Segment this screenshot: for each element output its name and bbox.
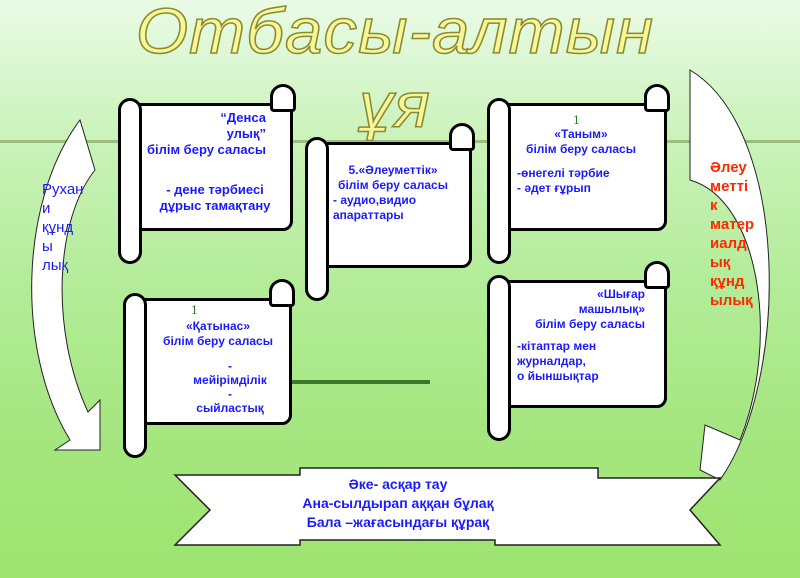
slide-title: Отбасы-алтын ұя	[135, 0, 655, 142]
scroll-heading: 5.«Әлеуметтік» білім беру саласы	[338, 163, 448, 192]
scroll-heading: “Денса улық” білім беру саласы	[146, 110, 266, 157]
banner-line: Әке- асқар тау	[348, 476, 448, 492]
banner-line: Ана-сылдырап аққан бұлақ	[302, 495, 494, 511]
scroll-social: 5.«Әлеуметтік» білім беру саласы - аудио…	[305, 123, 475, 301]
left-arrow-label: Рухан и құнд ы лық	[42, 181, 84, 274]
banner-text: Әке- асқар тау Ана-сылдырап аққан бұлақ …	[300, 475, 496, 532]
scroll-heading: «Шығар машылық» білім беру саласы	[535, 287, 645, 331]
scroll-communication: 1 «Қатынас» білім беру саласы - мейірімд…	[123, 279, 295, 458]
banner-line: Бала –жағасындағы құрақ	[306, 514, 490, 530]
scroll-cognition: 1 «Таным» білім беру саласы -өнегелі тәр…	[487, 84, 670, 264]
divider-line	[0, 140, 800, 143]
marker: 1	[191, 304, 198, 317]
scroll-body: - мейірімділік - сыйластық	[193, 359, 267, 415]
scroll-health: “Денса улық” білім беру саласы - дене тә…	[118, 84, 296, 264]
scroll-body: -өнегелі тәрбие - әдет ғұрып	[517, 166, 610, 195]
right-arrow-label: Әлеу метті к матер иалд ық құнд ылық	[710, 159, 755, 309]
scroll-body: - дене тәрбиесі дұрыс тамақтану	[159, 182, 271, 213]
marker: 1	[573, 114, 580, 127]
scroll-heading: «Таным» білім беру саласы	[526, 127, 636, 156]
scroll-heading: «Қатынас» білім беру саласы	[163, 319, 273, 348]
right-curved-arrow-icon	[689, 69, 770, 481]
banner-ribbon	[173, 467, 722, 546]
scroll-body: - аудио,видио апараттары	[333, 193, 417, 222]
left-curved-arrow-icon	[31, 118, 101, 451]
scroll-body: -кітаптар мен журналдар, о йыншықтар	[517, 339, 599, 383]
scroll-creativity: «Шығар машылық» білім беру саласы -кітап…	[487, 261, 670, 441]
